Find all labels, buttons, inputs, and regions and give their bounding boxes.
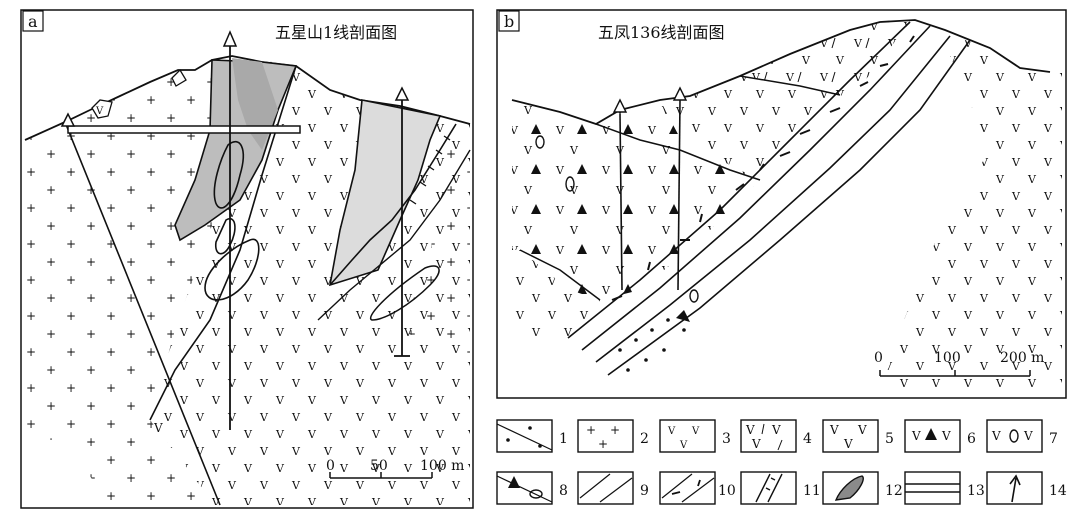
legend-item-6: V V 6 [904, 419, 976, 453]
svg-text:+: + [610, 423, 620, 437]
svg-text:100 m: 100 m [420, 458, 464, 474]
svg-text:0: 0 [326, 458, 335, 474]
volcanic-breccia [512, 100, 760, 300]
svg-text:V: V [95, 106, 104, 117]
drillhole-b2 [677, 99, 681, 291]
legend-item-12: 12 [822, 471, 903, 505]
svg-text:2: 2 [640, 431, 649, 447]
scale-bar-b: 0 100 200 m [874, 350, 1044, 377]
legend-item-9: 9 [577, 471, 649, 505]
panel-a-frame [20, 9, 474, 509]
panel-a-tag: a [28, 12, 38, 31]
svg-text:7: 7 [1049, 431, 1058, 447]
svg-text:V: V [751, 437, 761, 451]
legend-item-4: V V V 4 [740, 419, 812, 453]
svg-text:V: V [941, 429, 951, 443]
svg-text:V: V [829, 423, 839, 437]
svg-text:V: V [843, 437, 853, 451]
panel-b-title: 五凤136线剖面图 [598, 23, 725, 42]
legend-item-11: 11 [740, 471, 821, 505]
topo-line-b [511, 19, 1051, 125]
legend-item-13: 13 [904, 471, 985, 505]
svg-text:0: 0 [874, 350, 883, 366]
svg-text:5: 5 [885, 431, 894, 447]
scale-bar-a: 0 50 100 m [326, 458, 464, 479]
panel-a-tag-box [22, 10, 44, 32]
panel-b-tag-box [498, 10, 520, 32]
v-pocket [91, 99, 113, 119]
legend-item-1: 1 [496, 419, 568, 453]
svg-text:V: V [771, 423, 781, 437]
svg-text:100: 100 [934, 350, 961, 366]
panel-a-title: 五星山1线剖面图 [275, 23, 397, 42]
svg-text:+: + [586, 423, 596, 437]
svg-text:8: 8 [559, 483, 568, 499]
sandstone-dots [618, 318, 686, 372]
vein-label-v: V [153, 421, 163, 435]
svg-text:12: 12 [885, 483, 903, 499]
svg-text:V: V [911, 429, 921, 443]
svg-text:50: 50 [370, 458, 388, 474]
granite-area-right [400, 140, 470, 360]
tunnel-adit [67, 125, 301, 134]
svg-text:V: V [991, 429, 1001, 443]
drillhole-b1 [619, 113, 623, 291]
svg-text:V: V [857, 423, 867, 437]
panel-b: b 五凤136线剖面图 [496, 9, 1067, 399]
svg-text:4: 4 [803, 431, 812, 447]
svg-text:+: + [598, 437, 608, 451]
svg-text:V: V [1023, 429, 1033, 443]
panel-b-frame [496, 9, 1067, 399]
panel-b-tag: b [504, 12, 514, 31]
svg-text:V: V [667, 426, 676, 437]
fault-dashes-b [611, 35, 915, 301]
svg-text:14: 14 [1049, 483, 1067, 499]
legend-item-8: 8 [496, 471, 568, 505]
svg-text:V: V [745, 423, 755, 437]
svg-text:200 m: 200 m [1000, 350, 1044, 366]
legend-item-10: 10 [659, 471, 736, 505]
svg-text:V: V [691, 426, 700, 437]
svg-text:13: 13 [967, 483, 985, 499]
legend-item-14: 14 [986, 471, 1067, 505]
orebody-a-right [328, 99, 442, 287]
svg-text:V: V [679, 440, 688, 451]
svg-text:11: 11 [803, 483, 821, 499]
legend-item-7: V V 7 [986, 419, 1058, 453]
svg-text:1: 1 [559, 431, 568, 447]
svg-text:9: 9 [640, 483, 649, 499]
svg-text:10: 10 [718, 483, 736, 499]
contact-line-center [149, 65, 297, 421]
svg-text:6: 6 [967, 431, 976, 447]
svg-text:3: 3 [722, 431, 731, 447]
legend-item-2: ++ + 2 [577, 419, 649, 453]
fault-ticks-a [409, 135, 451, 205]
contact-line-left [64, 121, 221, 506]
panel-a: a 五星山1线剖面图 V [20, 9, 474, 509]
